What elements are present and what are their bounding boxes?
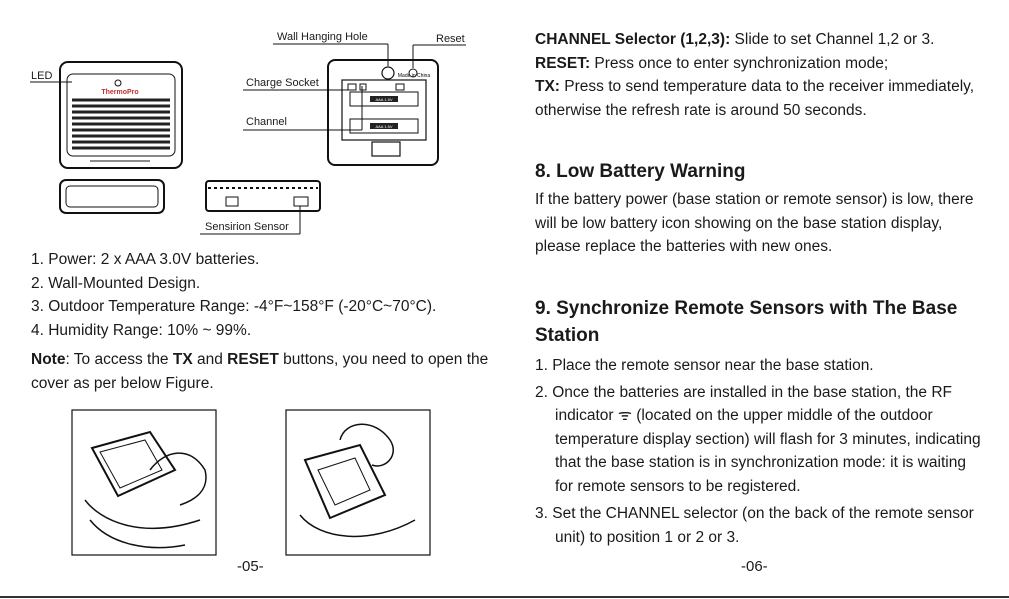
svg-text:Made in China: Made in China: [398, 73, 430, 79]
brand-logo: ThermoPro: [101, 89, 138, 96]
charge-socket-label: Charge Socket: [246, 77, 319, 89]
section-title: 8. Low Battery Warning: [535, 161, 746, 182]
open-cover-figure-1: [71, 409, 217, 556]
spec-list: 1. Power: 2 x AAA 3.0V batteries. 2. Wal…: [31, 248, 501, 342]
section-low-battery: 8. Low Battery Warning If the battery po…: [535, 158, 985, 259]
spec-item: 3. Outdoor Temperature Range: -4°F~158°F…: [31, 298, 437, 315]
page-number-left: -05-: [237, 558, 264, 575]
section-title: 9. Synchronize Remote Sensors with The B…: [535, 298, 958, 346]
sensor-front-illustration: ThermoPro: [30, 61, 183, 169]
spec-item: 2. Wall-Mounted Design.: [31, 274, 201, 292]
sensor-side-illustration: [200, 180, 321, 235]
button-descriptions: CHANNEL Selector (1,2,3): Slide to set C…: [535, 31, 975, 119]
open-cover-figure-2: [285, 409, 431, 556]
svg-text:AAA 1.5V: AAA 1.5V: [375, 124, 392, 129]
sensor-bottom-illustration: [59, 179, 165, 214]
svg-text:AAA 1.5V: AAA 1.5V: [375, 97, 392, 102]
step-3: 3. Set the CHANNEL selector (on the back…: [535, 505, 974, 546]
section-body: If the battery power (base station or re…: [535, 191, 974, 255]
spec-item: 1. Power: 2 x AAA 3.0V batteries.: [31, 251, 260, 268]
step-1: 1. Place the remote sensor near the base…: [535, 357, 874, 374]
sensor-label: Sensirion Sensor: [205, 221, 289, 233]
step-2: 2. Once the batteries are installed in t…: [535, 383, 981, 495]
channel-label: Channel: [246, 116, 287, 128]
wall-hole-label: Wall Hanging Hole: [277, 31, 368, 43]
spec-item: 4. Humidity Range: 10% ~ 99%.: [31, 321, 252, 339]
page-number-right: -06-: [741, 558, 768, 575]
sensor-back-illustration: Made in China AAA 1.5V AAA 1.5V: [243, 43, 466, 166]
note-paragraph: Note: To access the TX and RESET buttons…: [31, 351, 489, 392]
reset-label: Reset: [436, 33, 465, 45]
bottom-rule: [0, 596, 1009, 598]
section-sync: 9. Synchronize Remote Sensors with The B…: [535, 295, 985, 549]
rf-icon: ᯤ: [617, 407, 633, 424]
led-label: LED: [31, 70, 53, 82]
